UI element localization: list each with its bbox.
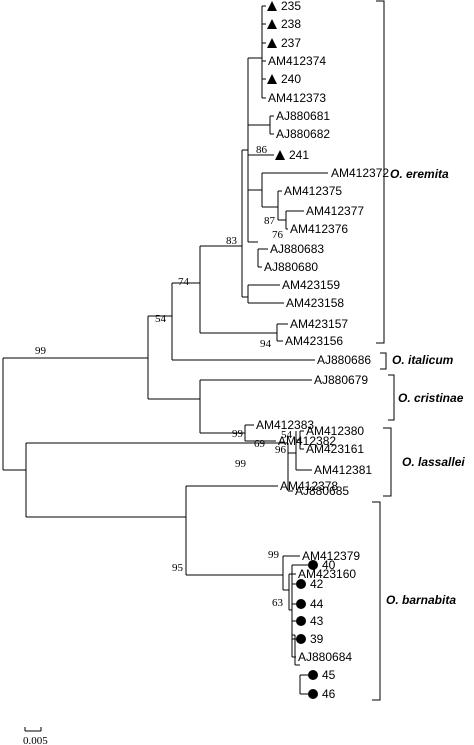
scale-bar-label: 0.005 [23, 735, 48, 745]
leaf-label: 46 [322, 687, 336, 701]
bootstrap-value: 94 [260, 338, 272, 350]
leaf-label: AJ880683 [270, 242, 324, 256]
leaf-label: AM412379 [302, 549, 360, 563]
tree-leaves: 235 238 237 AM412374 240 AM412373 AJ8806… [256, 0, 389, 701]
leaf-label: AM423157 [290, 317, 348, 331]
clade-bracket [380, 352, 387, 370]
clade-label: O. cristinae [398, 391, 464, 405]
bootstrap-value: 99 [235, 458, 247, 470]
bootstrap-value: 86 [256, 144, 268, 156]
clade-label: O. lassallei [402, 455, 465, 469]
clade-label: O. italicum [392, 353, 454, 367]
clade-brackets: O. eremita O. italicum O. cristinae O. l… [372, 0, 465, 701]
bootstrap-value: 54 [281, 429, 293, 441]
leaf-label: AM412373 [268, 91, 326, 105]
leaf-label: AM412374 [268, 54, 326, 68]
scale-bar: 0.005 [23, 727, 48, 745]
leaf-label: 45 [322, 668, 336, 682]
circle-marker-icon [308, 689, 318, 699]
bootstrap-value: 99 [35, 345, 47, 357]
leaf-label: 235 [281, 0, 301, 13]
tree-branches [2, 5, 328, 695]
bootstrap-value: 74 [178, 276, 190, 288]
leaf-label: AJ880685 [295, 484, 349, 498]
leaf-label: AM412377 [306, 204, 364, 218]
bootstrap-value: 63 [272, 597, 284, 609]
triangle-marker-icon [267, 19, 277, 29]
leaf-label: AM412382 [278, 434, 336, 448]
circle-marker-icon [296, 579, 306, 589]
leaf-label: AM412376 [290, 222, 348, 236]
leaf-label: AJ880679 [314, 373, 368, 387]
leaf-label: AM412381 [314, 463, 372, 477]
circle-marker-icon [308, 560, 318, 570]
leaf-label: 42 [310, 577, 324, 591]
leaf-label: AJ880686 [317, 353, 371, 367]
clade-bracket [388, 374, 395, 421]
clade-bracket [376, 0, 385, 344]
bootstrap-values: 86 87 76 83 74 54 94 99 99 69 54 96 99 9… [35, 144, 293, 609]
leaf-label: AJ880684 [298, 650, 352, 664]
leaf-label: AJ880680 [264, 260, 318, 274]
leaf-label: 39 [310, 632, 324, 646]
circle-marker-icon [296, 616, 306, 626]
bootstrap-value: 83 [226, 235, 238, 247]
leaf-label: AM423158 [286, 296, 344, 310]
leaf-label: AM412380 [306, 424, 364, 438]
bootstrap-value: 95 [172, 562, 184, 574]
circle-marker-icon [308, 670, 318, 680]
triangle-marker-icon [267, 1, 277, 11]
triangle-marker-icon [275, 150, 285, 160]
leaf-label: AM423159 [282, 278, 340, 292]
leaf-label: AM412372 [331, 166, 389, 180]
bootstrap-value: 76 [272, 229, 284, 241]
bootstrap-value: 69 [254, 438, 266, 450]
triangle-marker-icon [267, 74, 277, 84]
leaf-label: 240 [281, 72, 301, 86]
bootstrap-value: 96 [275, 444, 287, 456]
circle-marker-icon [296, 599, 306, 609]
clade-label: O. barnabita [386, 593, 456, 607]
leaf-label: AJ880682 [276, 127, 330, 141]
leaf-label: 237 [281, 36, 301, 50]
leaf-label: AM423160 [298, 567, 356, 581]
clade-label: O. eremita [390, 167, 449, 181]
leaf-label: AM423161 [306, 442, 364, 456]
bootstrap-value: 54 [155, 313, 167, 325]
leaf-label: 238 [281, 17, 301, 31]
bootstrap-value: 87 [264, 215, 276, 227]
leaf-label: 43 [310, 614, 324, 628]
leaf-label: AJ880681 [276, 109, 330, 123]
leaf-label: AM423156 [285, 334, 343, 348]
leaf-label: AM412375 [284, 184, 342, 198]
leaf-label: 241 [289, 148, 309, 162]
leaf-label: 44 [310, 597, 324, 611]
bootstrap-value: 99 [268, 549, 280, 561]
clade-bracket [383, 427, 392, 497]
leaf-label: 40 [322, 558, 336, 572]
leaf-label: AM412383 [256, 418, 314, 432]
clade-bracket [372, 501, 381, 701]
circle-marker-icon [296, 634, 306, 644]
bootstrap-value: 99 [232, 428, 244, 440]
leaf-label: AM412378 [280, 479, 338, 493]
triangle-marker-icon [267, 38, 277, 48]
